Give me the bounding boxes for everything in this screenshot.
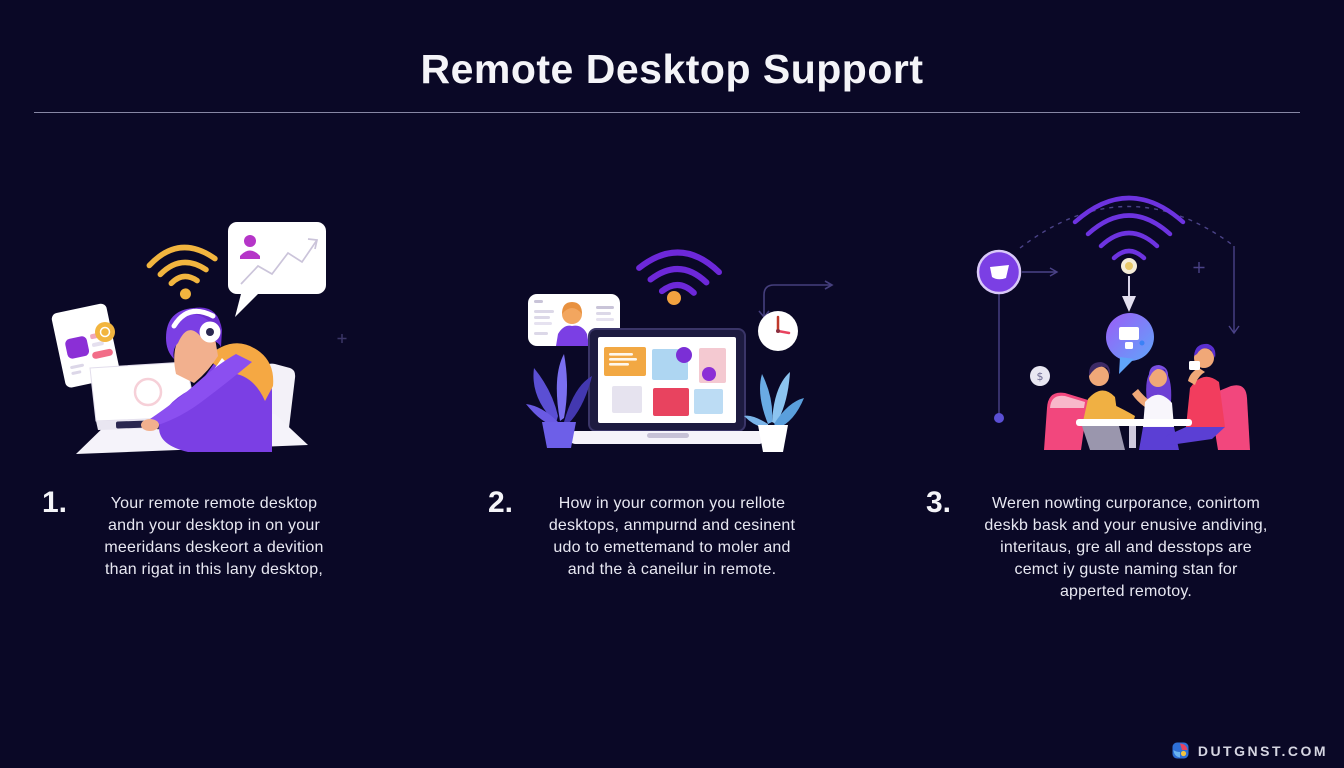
step-1-text: Your remote remote desktop andn your des… (104, 495, 324, 578)
support-agent-person (141, 307, 274, 452)
headset-icon (171, 308, 216, 329)
team-meeting-svg: $ (976, 195, 1250, 450)
chat-bubble-chart-icon (228, 222, 326, 317)
header-divider (34, 112, 1300, 113)
step-3-number: 3. (926, 486, 952, 519)
remote-desktop-svg (526, 249, 834, 452)
chat-bubble-icon (1106, 313, 1154, 374)
caller-avatar (556, 302, 589, 346)
svg-text:$: $ (1037, 370, 1044, 383)
screen-card-orange (604, 347, 646, 376)
coin-icon (95, 322, 115, 342)
wifi-icon (636, 249, 722, 296)
step-3-text: Weren nowting curporance, conirtom deskb… (984, 495, 1268, 600)
wifi-icon (1072, 195, 1186, 261)
plant-right-icon (744, 372, 804, 452)
clock-icon (758, 311, 798, 351)
step-3-caption: 3. Weren nowting curporance, conirtom de… (926, 488, 1288, 603)
support-agent-svg (51, 222, 347, 454)
page-title: Remote Desktop Support (420, 46, 924, 92)
sparkle (337, 334, 347, 343)
wifi-dot (667, 291, 681, 305)
watermark-logo-icon (1172, 742, 1189, 759)
person-left (1082, 362, 1135, 450)
screen-card-red (653, 388, 689, 416)
laptop-icon (569, 328, 765, 444)
node-dot (994, 413, 1004, 423)
step-2-number: 2. (488, 486, 514, 519)
screen-card-lightblue (694, 389, 723, 414)
wifi-icon (146, 244, 218, 300)
person-center (1132, 365, 1179, 450)
watermark-text: DUTGNST.COM (1197, 742, 1328, 759)
screen-card-gray (612, 386, 642, 413)
remote-desktop-illustration (512, 238, 842, 460)
watermark: DUTGNST.COM (1172, 742, 1328, 759)
person-right (1166, 343, 1225, 445)
support-agent-illustration (38, 186, 370, 474)
down-arrow-icon (1122, 296, 1136, 312)
step-2-caption: 2. How in your cormon you rellote deskto… (488, 488, 818, 581)
step-1-number: 1. (42, 486, 68, 519)
dollar-badge: $ (1030, 366, 1050, 386)
chat-node-icon (976, 249, 1022, 295)
connector-line (758, 280, 834, 319)
table (1076, 419, 1192, 448)
plant-left-icon (526, 354, 592, 448)
team-meeting-illustration: $ (952, 186, 1292, 466)
step-2-text: How in your cormon you rellote desktops,… (548, 495, 796, 578)
network-links (998, 205, 1240, 414)
step-1-caption: 1. Your remote remote desktop andn your … (42, 488, 348, 581)
